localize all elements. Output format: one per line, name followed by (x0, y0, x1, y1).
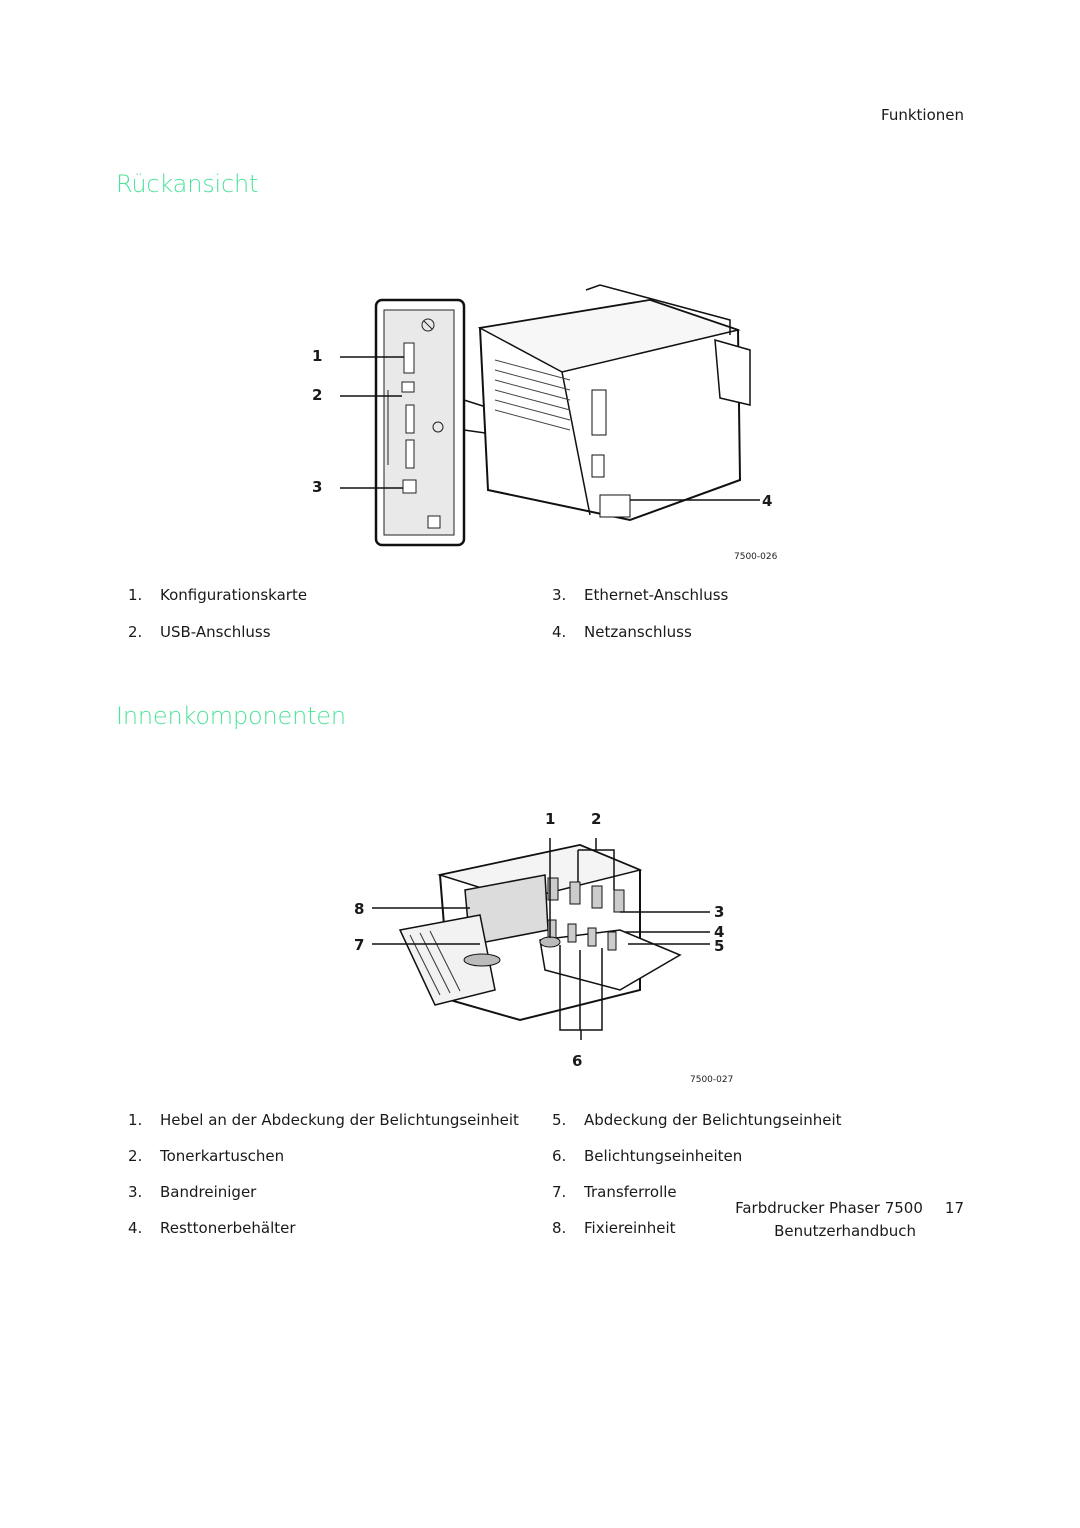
running-header: Funktionen (881, 106, 964, 124)
internal-components-figure (372, 838, 710, 1040)
page-number: 17 (944, 1199, 964, 1217)
callout-2: 2 (312, 386, 323, 404)
page-footer: Farbdrucker Phaser 7500 17 Benutzerhandbu… (735, 1197, 964, 1243)
callout-8: 8 (354, 900, 365, 918)
callout-3: 3 (312, 478, 323, 496)
figure-code: 7500-027 (690, 1075, 734, 1085)
section-title-internal-components: Innenkomponenten (116, 702, 346, 730)
document-title: Benutzerhandbuch (774, 1222, 916, 1240)
callout-1: 1 (312, 347, 323, 365)
callout-6: 6 (572, 1052, 583, 1070)
figure-code: 7500-026 (734, 552, 778, 562)
rear-view-figure (340, 284, 760, 547)
callout-4: 4 (714, 923, 725, 941)
product-name: Farbdrucker Phaser 7500 (735, 1199, 923, 1217)
rear-legend: 1.Konfigurationskarte 2.USB-Anschluss 3.… (128, 586, 729, 641)
section-title-rear-view: Rückansicht (116, 170, 259, 198)
callout-5: 5 (714, 937, 725, 955)
callout-7: 7 (354, 936, 365, 954)
callout-4: 4 (762, 492, 773, 510)
callout-3: 3 (714, 903, 725, 921)
internal-legend: 1.Hebel an der Abdeckung der Belichtungs… (128, 1111, 842, 1237)
callout-1: 1 (545, 810, 556, 828)
callout-2: 2 (591, 810, 602, 828)
